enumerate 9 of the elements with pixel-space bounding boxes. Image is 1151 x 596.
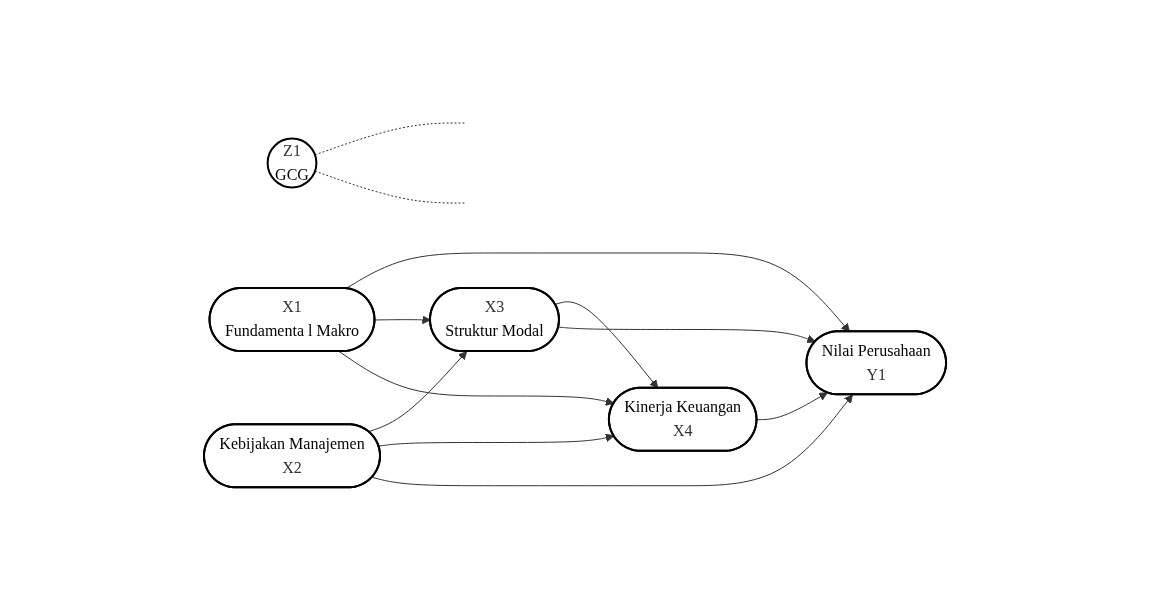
node-circle: Z1 GCG xyxy=(267,138,318,189)
arrow xyxy=(558,327,817,344)
arrow xyxy=(339,351,615,407)
arrow xyxy=(368,351,468,433)
arrow xyxy=(555,301,659,389)
arrow xyxy=(756,392,829,421)
arrow xyxy=(378,433,615,447)
arrow xyxy=(372,394,854,487)
arrow xyxy=(345,252,851,333)
